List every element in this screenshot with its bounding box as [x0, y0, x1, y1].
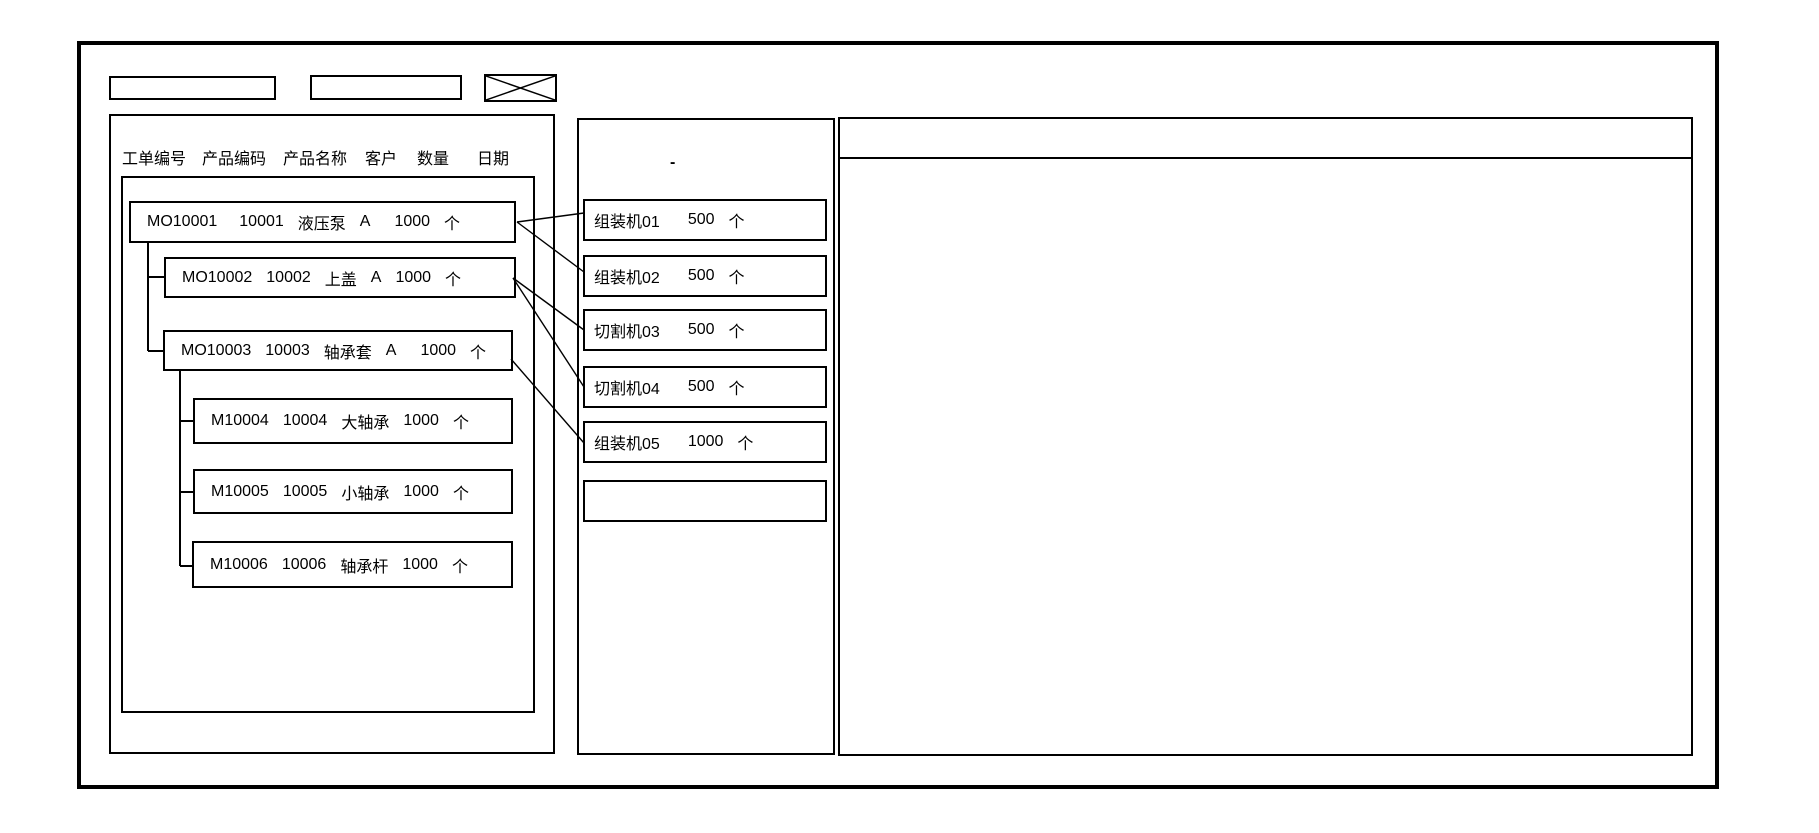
machine-unit: 个	[728, 324, 745, 341]
quantity: 1000	[403, 482, 439, 500]
machine-qty: 500	[687, 321, 715, 338]
product-code: 10006	[281, 555, 327, 573]
order-no: M10004	[211, 412, 269, 429]
order-no: MO10003	[181, 341, 252, 359]
column-header-product-code: 产品编码	[202, 151, 267, 168]
product-code: 10005	[282, 482, 328, 500]
machine-row-zzj01[interactable]: 组装机01 500 个	[583, 199, 827, 241]
product-code: 10002	[266, 268, 311, 286]
machine-qty: 1000	[687, 433, 724, 450]
machine-row-zzj05[interactable]: 组装机05 1000 个	[583, 421, 827, 463]
order-no: MO10002	[182, 268, 253, 286]
detail-panel	[838, 117, 1693, 756]
tree-row-mo10003[interactable]: MO10003 10003 轴承套 A 1000 个	[163, 330, 513, 371]
order-no: M10006	[210, 555, 268, 573]
tree-row-m10005[interactable]: M10005 10005 小轴承 1000 个	[193, 469, 513, 514]
unit: 个	[452, 415, 469, 432]
unit: 个	[452, 485, 469, 503]
x-cross-icon	[486, 76, 555, 100]
column-header-quantity: 数量	[417, 151, 450, 168]
column-header-date: 日期	[477, 151, 510, 168]
product-code: 10001	[239, 213, 284, 230]
column-header-product-name: 产品名称	[283, 151, 348, 168]
quantity: 1000	[403, 412, 439, 429]
order-no: MO10001	[147, 213, 218, 230]
detail-panel-header	[840, 119, 1691, 159]
machine-unit: 个	[737, 436, 754, 453]
column-header-order-no: 工单编号	[122, 151, 187, 168]
quantity: 1000	[394, 213, 431, 230]
product-name: 小轴承	[341, 485, 390, 503]
image-placeholder	[484, 74, 557, 102]
machine-name: 切割机03	[594, 324, 660, 341]
quantity: 1000	[420, 341, 457, 359]
product-name: 轴承杆	[340, 558, 389, 576]
machine-unit: 个	[728, 381, 745, 398]
machine-name: 组装机02	[594, 270, 660, 287]
quantity: 1000	[402, 555, 438, 573]
customer: A	[359, 213, 371, 230]
machine-qty: 500	[687, 211, 715, 228]
product-name: 轴承套	[323, 344, 372, 362]
machine-name: 组装机01	[594, 214, 660, 231]
machine-unit: 个	[728, 270, 745, 287]
product-code: 10003	[265, 341, 310, 359]
column-header-customer: 客户	[365, 151, 398, 168]
unit: 个	[451, 558, 468, 576]
tree-row-mo10002[interactable]: MO10002 10002 上盖 A 1000 个	[164, 257, 516, 298]
machine-row-zzj02[interactable]: 组装机02 500 个	[583, 255, 827, 297]
machine-row-empty[interactable]	[583, 480, 827, 522]
product-name: 大轴承	[341, 415, 390, 432]
customer: A	[385, 341, 397, 359]
toolbar-input-1[interactable]	[109, 76, 276, 100]
machine-name: 切割机04	[594, 381, 660, 398]
machine-qty: 500	[687, 267, 715, 284]
product-code: 10004	[282, 412, 328, 429]
product-name: 上盖	[324, 271, 357, 289]
tree-row-mo10001[interactable]: MO10001 10001 液压泵 A 1000 个	[129, 201, 516, 243]
customer: A	[370, 268, 382, 286]
machine-qty: 500	[687, 378, 715, 395]
product-name: 液压泵	[297, 216, 346, 233]
unit: 个	[445, 271, 462, 289]
toolbar-input-2[interactable]	[310, 75, 462, 100]
order-no: M10005	[211, 482, 269, 500]
machine-unit: 个	[728, 214, 745, 231]
machine-name: 组装机05	[594, 436, 660, 453]
unit: 个	[444, 216, 461, 233]
quantity: 1000	[395, 268, 432, 286]
unit: 个	[470, 344, 487, 362]
machine-row-qgj04[interactable]: 切割机04 500 个	[583, 366, 827, 408]
tree-row-m10006[interactable]: M10006 10006 轴承杆 1000 个	[192, 541, 513, 588]
machine-row-qgj03[interactable]: 切割机03 500 个	[583, 309, 827, 351]
panel-mark: -	[670, 154, 676, 171]
tree-row-m10004[interactable]: M10004 10004 大轴承 1000 个	[193, 398, 513, 444]
